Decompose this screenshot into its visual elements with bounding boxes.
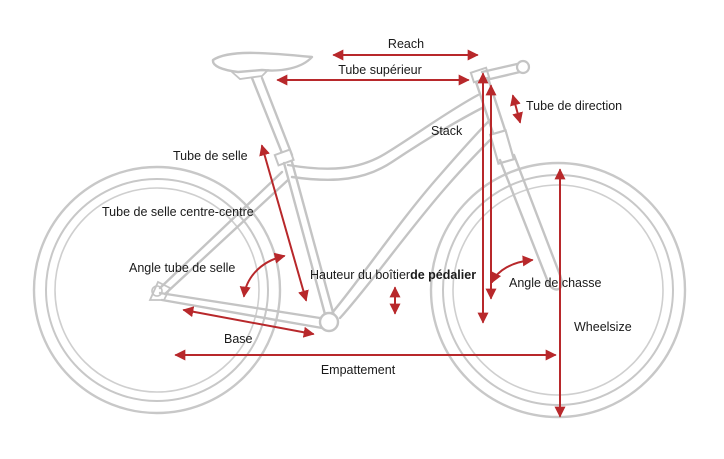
label-seat-angle: Angle tube de selle [129,261,235,275]
saddle [211,51,314,74]
fork-leg [498,158,550,284]
fork-crown [488,129,516,165]
label-bb-height: Hauteur du boîtierde pédalier [310,268,476,282]
seat-angle-arrow [239,252,286,298]
head-tube-arrow [510,94,523,124]
label-wheelbase: Empattement [321,363,396,377]
down-tube [330,118,492,315]
measurements [174,49,566,418]
handlebar [515,59,531,75]
seatpost [250,76,286,160]
head-angle-arrow [491,255,534,284]
label-chainstay: Base [224,332,253,346]
bike-frame [148,51,564,333]
seat-tube-arrow [259,144,309,302]
label-top-tube: Tube supérieur [338,63,422,77]
label-bb-height-part1: Hauteur du boîtier [310,268,410,282]
label-bb-height-part2: de pédalier [410,268,476,282]
label-stack: Stack [431,124,463,138]
label-seat-tube: Tube de selle [173,149,248,163]
bottom-bracket [318,311,340,333]
stem [480,62,519,74]
top-tube [286,93,480,170]
rear-dropout [148,280,172,301]
label-head-tube: Tube de direction [526,99,622,113]
labels: Reach Tube supérieur Tube de direction S… [102,37,632,377]
label-seat-tube-cc: Tube de selle centre-centre [102,205,254,219]
label-reach: Reach [388,37,424,51]
chainstay-arrow [182,306,315,338]
label-head-angle: Angle de chasse [509,276,601,290]
rear-wheel [32,165,282,415]
label-wheelsize: Wheelsize [574,320,632,334]
